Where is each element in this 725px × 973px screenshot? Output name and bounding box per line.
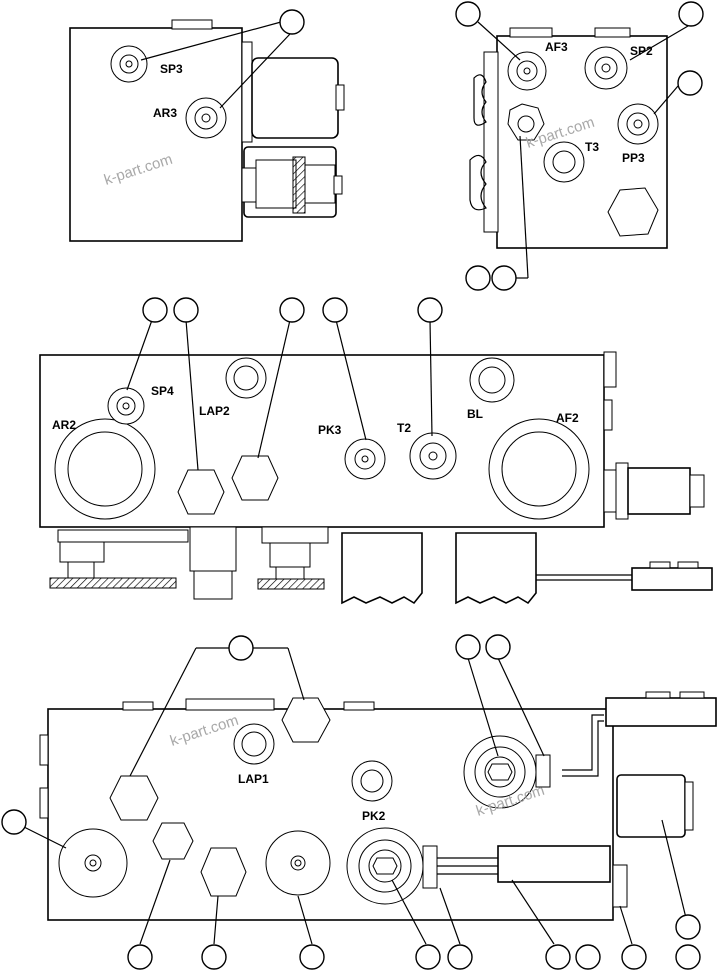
- t3-port: [543, 141, 585, 183]
- label-lap2: LAP2: [199, 404, 230, 418]
- sp3-port: [110, 45, 148, 83]
- callout-balloon: [415, 944, 441, 970]
- label-t3: T3: [585, 140, 599, 154]
- hex-plug: [152, 822, 194, 860]
- sp2-port: [584, 46, 628, 90]
- t2-port: [409, 432, 457, 480]
- lap1-port: [233, 723, 275, 765]
- callout-balloon: [1, 809, 27, 835]
- label-lap1: LAP1: [238, 772, 269, 786]
- callout-balloon: [417, 297, 443, 323]
- label-ar2: AR2: [52, 418, 76, 432]
- callout-balloon: [485, 634, 511, 660]
- af3-port: [507, 51, 547, 91]
- electrical-connector: [605, 697, 717, 727]
- adjuster-knob: [257, 578, 325, 590]
- unlabeled-port: [265, 830, 331, 896]
- label-af3: AF3: [545, 40, 568, 54]
- callout-balloon: [677, 70, 703, 96]
- solenoid-coil: [251, 57, 339, 139]
- callout-balloon: [201, 944, 227, 970]
- callout-balloon: [279, 297, 305, 323]
- pk2-port: [351, 760, 393, 802]
- ar3-port: [185, 97, 227, 139]
- sp4-port: [107, 387, 145, 425]
- hex-plug: [607, 187, 659, 237]
- callout-balloon: [455, 634, 481, 660]
- callout-balloon: [675, 914, 701, 940]
- callout-balloon: [491, 265, 517, 291]
- callout-balloon: [465, 265, 491, 291]
- label-pp3: PP3: [622, 151, 645, 165]
- pipe-fitting: [616, 774, 686, 838]
- af2-port: [488, 418, 590, 520]
- bl-port: [469, 357, 515, 403]
- adjuster-knob: [292, 156, 306, 214]
- callout-balloon: [142, 297, 168, 323]
- label-sp4: SP4: [151, 384, 174, 398]
- callout-balloon: [127, 944, 153, 970]
- callout-balloon: [575, 944, 601, 970]
- callout-balloon: [447, 944, 473, 970]
- label-sp3: SP3: [160, 62, 183, 76]
- top-right-view: AF3 SP2 T3 PP3 k-part.com: [455, 1, 704, 291]
- callout-balloon: [621, 944, 647, 970]
- callout-balloon: [545, 944, 571, 970]
- unlabeled-port: [225, 357, 267, 399]
- solenoid-connector: [341, 532, 423, 605]
- solenoid-valve: [463, 735, 551, 809]
- middle-view: SP4 LAP2 AR2 PK3 T2 BL AF2: [39, 297, 713, 605]
- pp3-port: [617, 103, 659, 145]
- label-bl: BL: [467, 407, 483, 421]
- pk3-port: [344, 438, 386, 480]
- label-t2: T2: [397, 421, 411, 435]
- hex-plug: [109, 775, 159, 821]
- lap2-hex-plug: [177, 469, 225, 515]
- callout-balloon: [322, 297, 348, 323]
- callout-balloon: [455, 1, 481, 27]
- callout-balloon: [173, 297, 199, 323]
- label-af2: AF2: [556, 411, 579, 425]
- bottom-view: LAP1 PK2 k-part.com k-part.com: [1, 634, 717, 970]
- unlabeled-port: [58, 828, 128, 898]
- hex-plug: [200, 847, 247, 897]
- callout-balloon: [678, 1, 704, 27]
- solenoid-connector: [455, 532, 537, 605]
- top-left-view: SP3 AR3 k-part.com: [69, 9, 345, 242]
- label-pk3: PK3: [318, 423, 342, 437]
- electrical-connector: [497, 845, 611, 883]
- ar2-port: [54, 418, 156, 520]
- hex-plug: [231, 455, 279, 501]
- callout-balloon: [299, 944, 325, 970]
- pipe-fitting: [627, 467, 691, 515]
- solenoid-valve: [346, 827, 438, 905]
- label-ar3: AR3: [153, 106, 177, 120]
- label-sp2: SP2: [630, 44, 653, 58]
- callout-balloon: [228, 635, 254, 661]
- electrical-connector: [631, 567, 713, 591]
- callout-balloon: [279, 9, 305, 35]
- hex-plug: [281, 697, 331, 743]
- label-pk2: PK2: [362, 809, 386, 823]
- adjuster-knob: [49, 577, 177, 589]
- callout-balloon: [675, 944, 701, 970]
